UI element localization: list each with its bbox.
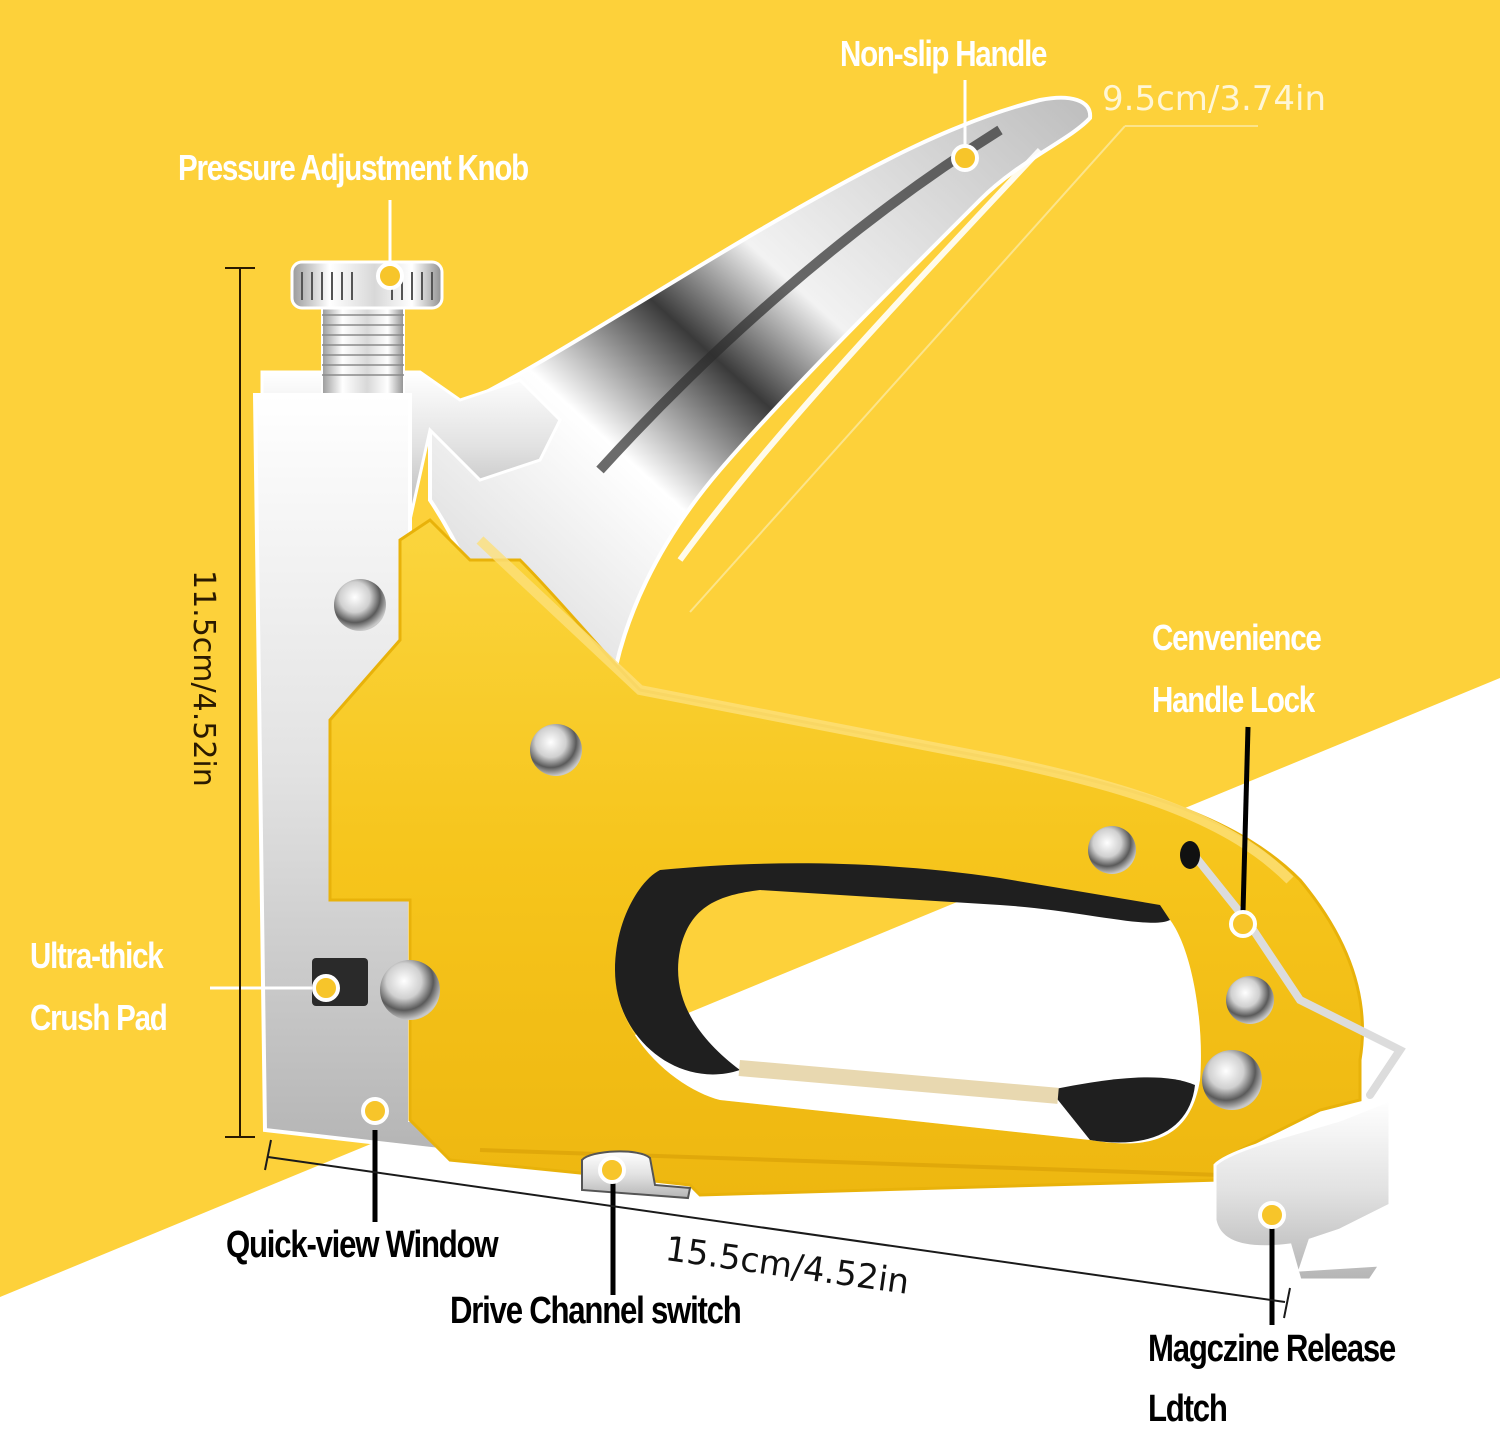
rivet [1202, 1050, 1262, 1110]
label-handle-lock-line1: Cenvenience [1152, 617, 1322, 658]
callout-dot-quick-view [361, 1097, 389, 1125]
pressure-knob [290, 260, 444, 396]
label-quick-view-window: Quick-view Window [226, 1224, 499, 1266]
label-drive-channel-switch: Drive Channel switch [450, 1290, 742, 1332]
label-crush-pad-line2: Crush Pad [30, 997, 168, 1038]
rivet [334, 579, 386, 631]
label-magazine-release-line1: Magczine Release [1148, 1328, 1396, 1370]
callout-dot-drive-channel [598, 1156, 626, 1184]
dimension-height: 11.5cm/4.52in [186, 570, 221, 787]
rivet [1226, 976, 1274, 1024]
callout-dot-magazine [1258, 1201, 1286, 1229]
label-crush-pad-line1: Ultra-thick [30, 935, 164, 976]
dimension-length-line [264, 1139, 1291, 1319]
rivet [380, 960, 440, 1020]
handle-lock-wire [1186, 846, 1406, 1099]
callout-dot-lock [1229, 910, 1257, 938]
label-handle-lock-line2: Handle Lock [1152, 679, 1315, 720]
dimension-handle-length: 9.5cm/3.74in [1102, 79, 1327, 119]
label-pressure-knob: Pressure Adjustment Knob [178, 147, 529, 188]
rivet [1088, 826, 1136, 874]
rivet [530, 724, 582, 776]
callout-dot-crush-pad [312, 974, 340, 1002]
callout-dot-handle [951, 144, 979, 172]
dimension-height-line [225, 267, 255, 1138]
dimension-handle-line [689, 125, 1258, 613]
grip-rubber [615, 863, 1170, 1075]
callout-dot-knob [376, 262, 404, 290]
label-non-slip-handle: Non-slip Handle [840, 33, 1047, 74]
magazine-latch [1213, 1097, 1392, 1282]
label-magazine-release-line2: Ldtch [1148, 1388, 1228, 1430]
